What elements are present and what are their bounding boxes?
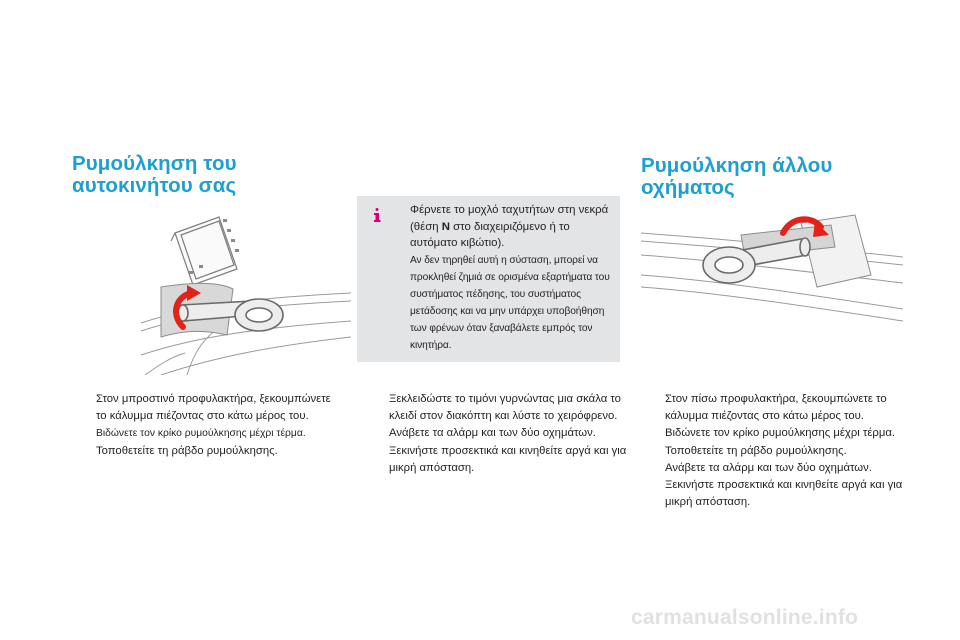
heading-line: αυτοκινήτου σας [72, 174, 237, 197]
step-text: Τοποθετείτε τη ράβδο ρυμούλκησης. [665, 444, 847, 457]
heading-line: Ρυμούλκηση του [72, 152, 237, 175]
watermark: carmanualsonline.info [631, 606, 859, 629]
info-list-item: Φέρνετε το μοχλό ταχυτήτων στη νεκρά (θέ… [394, 202, 612, 252]
heading-line: οχήματος [641, 176, 735, 199]
step-text: Βιδώνετε τον κρίκο ρυμούλκησης μέχρι τέρ… [96, 428, 306, 440]
info-list: Φέρνετε το μοχλό ταχυτήτων στη νεκρά (θέ… [394, 202, 612, 252]
heading-line: Ρυμούλκηση άλλου [641, 154, 833, 177]
rear-towing-eye-illustration [641, 214, 903, 322]
step-item: Ξεκινήστε προσεκτικά και κινηθείτε αργά … [641, 477, 913, 511]
heading-own-vehicle: Ρυμούλκηση του αυτοκινήτου σας [72, 153, 237, 197]
info-box: Φέρνετε το μοχλό ταχυτήτων στη νεκρά (θέ… [357, 196, 620, 362]
steps-own-vehicle: Στον μπροστινό προφυλακτήρα, ξεκουμπώνετ… [72, 391, 332, 460]
step-item: Βιδώνετε τον κρίκο ρυμούλκησης μέχρι τέρ… [641, 425, 913, 442]
step-item: Βιδώνετε τον κρίκο ρυμούλκησης μέχρι τέρ… [72, 425, 332, 442]
steps-preparation: Ξεκλειδώστε το τιμόνι γυρνώντας μια σκάλ… [365, 391, 627, 477]
info-text: Φέρνετε το μοχλό ταχυτήτων στη νεκρά (θέ… [410, 204, 609, 233]
gear-neutral-label: N [441, 220, 450, 233]
info-icon [374, 208, 381, 222]
info-text: στο διαχειριζόμενο ή το αυτόματο κιβώτιο… [410, 220, 570, 250]
step-item: Ξεκλειδώστε το τιμόνι γυρνώντας μια σκάλ… [365, 391, 627, 425]
step-item: Ανάβετε τα αλάρμ και των δύο οχημάτων. [365, 425, 627, 442]
step-text: Στον πίσω προφυλακτήρα, ξεκουμπώνετε το … [665, 393, 887, 423]
step-text: Τοποθετείτε τη ράβδο ρυμούλκησης. [96, 444, 278, 457]
step-item: Στον μπροστινό προφυλακτήρα, ξεκουμπώνετ… [72, 391, 332, 425]
front-towing-eye-illustration [141, 216, 351, 375]
step-text: Ανάβετε τα αλάρμ και των δύο οχημάτων. [665, 461, 872, 474]
step-item: Στον πίσω προφυλακτήρα, ξεκουμπώνετε το … [641, 391, 913, 425]
step-item: Τοποθετείτε τη ράβδο ρυμούλκησης. [641, 443, 913, 460]
step-text: Ξεκλειδώστε το τιμόνι γυρνώντας μια σκάλ… [389, 393, 621, 423]
heading-other-vehicle: Ρυμούλκηση άλλου οχήματος [641, 155, 832, 199]
step-text: Ξεκινήστε προσεκτικά και κινηθείτε αργά … [665, 479, 903, 509]
step-item: Ανάβετε τα αλάρμ και των δύο οχημάτων. [641, 460, 913, 477]
step-item: Ξεκινήστε προσεκτικά και κινηθείτε αργά … [365, 443, 627, 477]
steps-other-vehicle: Στον πίσω προφυλακτήρα, ξεκουμπώνετε το … [641, 391, 913, 511]
step-text: Βιδώνετε τον κρίκο ρυμούλκησης μέχρι τέρ… [665, 427, 896, 440]
step-text: Ανάβετε τα αλάρμ και των δύο οχημάτων. [389, 427, 596, 440]
step-text: Ξεκινήστε προσεκτικά και κινηθείτε αργά … [389, 444, 627, 474]
step-item: Τοποθετείτε τη ράβδο ρυμούλκησης. [72, 443, 332, 460]
step-text: Στον μπροστινό προφυλακτήρα, ξεκουμπώνετ… [96, 393, 331, 423]
info-note: Αν δεν τηρηθεί αυτή η σύσταση, μπορεί να… [410, 255, 610, 351]
